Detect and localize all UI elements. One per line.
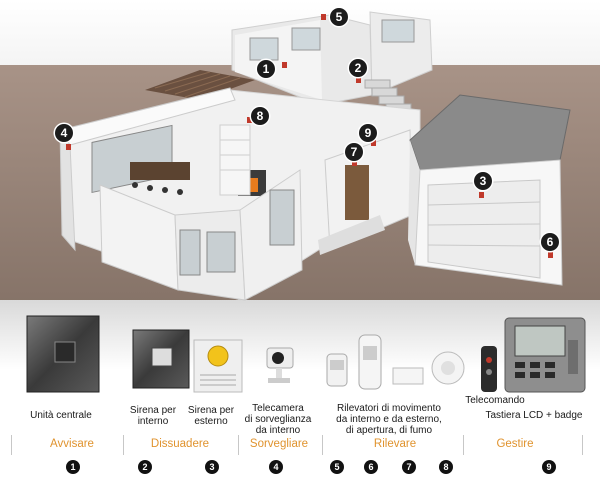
label-indoor-camera: Telecamera di sorveglianza da interno: [244, 403, 312, 436]
house-marker-8: 8: [251, 107, 269, 125]
number-1: 1: [66, 460, 80, 474]
separator: [238, 435, 239, 455]
house-marker-9: 9: [359, 124, 377, 142]
label-remote: Telecomando: [465, 395, 525, 406]
number-8: 8: [439, 460, 453, 474]
number-2: 2: [138, 460, 152, 474]
label-central-unit: Unità centrale: [30, 410, 92, 421]
keypad-image: [504, 317, 586, 393]
category-sorvegliare: Sorvegliare: [249, 438, 309, 450]
indoor-siren-image: [132, 329, 190, 389]
indoor-camera-image: [266, 347, 294, 383]
number-6: 6: [364, 460, 378, 474]
category-gestire: Gestire: [496, 438, 534, 450]
category-rilevare: Rilevare: [373, 438, 417, 450]
remote-image: [481, 346, 497, 392]
label-detectors: Rilevatori di movimento da interno e da …: [336, 403, 442, 436]
house-marker-2: 2: [349, 59, 367, 77]
number-4: 4: [269, 460, 283, 474]
outdoor-siren-image: [193, 339, 243, 393]
house-marker-5: 5: [330, 8, 348, 26]
category-avvisare: Avvisare: [50, 438, 94, 450]
separator: [322, 435, 323, 455]
central-unit-image: [26, 315, 100, 393]
label-indoor-siren: Sirena per interno: [129, 405, 177, 427]
house-marker-4: 4: [55, 124, 73, 142]
number-9: 9: [542, 460, 556, 474]
detector-images: [326, 334, 465, 390]
house-marker-6: 6: [541, 233, 559, 251]
separator: [463, 435, 464, 455]
number-5: 5: [330, 460, 344, 474]
house-marker-1: 1: [257, 60, 275, 78]
separator: [11, 435, 12, 455]
separator: [582, 435, 583, 455]
house-marker-7: 7: [345, 143, 363, 161]
number-7: 7: [402, 460, 416, 474]
category-dissuadere: Dissuadere: [150, 438, 210, 450]
label-keypad: Tastiera LCD + badge: [485, 410, 583, 421]
label-outdoor-siren: Sirena per esterno: [187, 405, 235, 427]
house-marker-3: 3: [474, 172, 492, 190]
separator: [123, 435, 124, 455]
number-3: 3: [205, 460, 219, 474]
